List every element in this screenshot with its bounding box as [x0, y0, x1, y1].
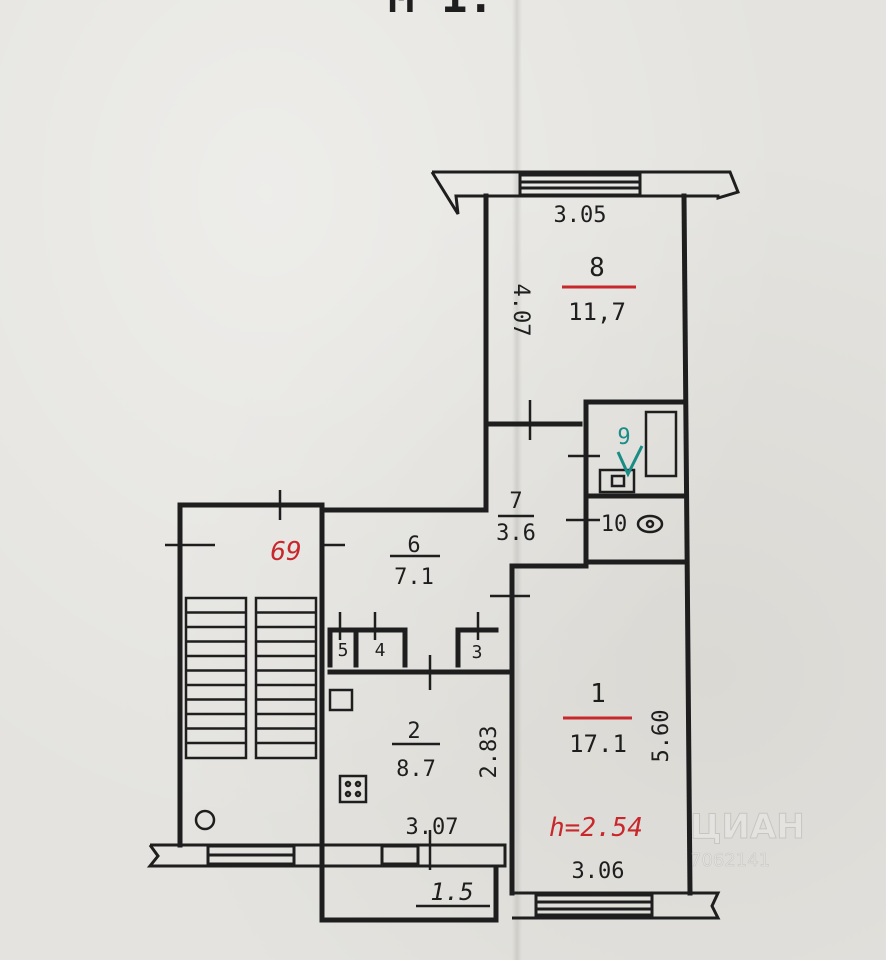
washbasin-bowl	[610, 474, 626, 488]
room3-number: 3	[472, 642, 483, 663]
toilet-hole	[645, 519, 655, 529]
stair-flight-left	[184, 596, 248, 760]
room2-width: 3.07	[406, 815, 459, 840]
ink-fraction-bars	[390, 514, 534, 746]
stove-burner-1	[344, 780, 352, 788]
room2-length: 2.83	[477, 726, 502, 779]
room1-length: 5.60	[649, 710, 674, 763]
top-facade	[430, 170, 741, 215]
bathtub	[644, 410, 678, 478]
room7-number: 7	[509, 489, 522, 514]
room6-area: 7.1	[394, 565, 434, 590]
stove-burner-2	[354, 780, 362, 788]
door-marks	[165, 400, 600, 870]
watermark: ЦИАН 7062141	[690, 807, 806, 872]
watermark-code: 7062141	[690, 850, 770, 871]
room8-length: 4.07	[508, 284, 533, 337]
bottom-right-window	[534, 893, 654, 917]
fixtures	[328, 410, 678, 804]
room7-area: 3.6	[496, 521, 536, 546]
room8-number: 8	[589, 253, 605, 283]
room6-number: 6	[407, 533, 420, 558]
scale-header: М 1:	[388, 0, 494, 23]
top-facade-outline	[430, 170, 741, 215]
room2-number: 2	[407, 719, 420, 744]
stair-flight-right	[254, 596, 318, 760]
room8-width: 3.05	[554, 203, 607, 228]
balcony-area: 1.5	[430, 878, 473, 906]
walls	[177, 193, 693, 923]
stove-burner-4	[354, 790, 362, 798]
washbasin	[598, 468, 636, 494]
stove-burner-3	[344, 790, 352, 798]
kitchen-stove	[338, 774, 368, 804]
room5-number: 5	[338, 640, 349, 661]
room10-number: 10	[601, 512, 628, 537]
kitchen-sink	[328, 688, 354, 712]
bottom-facade-left	[146, 843, 507, 868]
room8-area: 11,7	[568, 298, 626, 326]
room1-number: 1	[590, 679, 606, 709]
room9-check-mark	[616, 445, 644, 478]
top-window	[518, 173, 642, 197]
paper-fold	[512, 0, 522, 960]
wall-right-outer	[681, 193, 693, 896]
bottom-facade	[146, 843, 721, 920]
red-fraction-bars	[562, 285, 636, 720]
staircase	[184, 596, 318, 831]
watermark-brand: ЦИАН	[690, 807, 805, 847]
room1-area: 17.1	[569, 730, 627, 758]
stairwell-number: 69	[270, 537, 301, 567]
room9-number: 9	[617, 425, 630, 450]
room2-area: 8.7	[396, 757, 436, 782]
stair-circle	[194, 809, 216, 831]
balcony-door	[380, 844, 420, 866]
bottom-facade-right	[512, 891, 721, 920]
stair-steps	[186, 611, 316, 745]
room4-number: 4	[375, 640, 386, 661]
toilet	[636, 514, 664, 534]
room1-ceiling-height: h=2.54	[549, 813, 643, 843]
room1-width: 3.06	[572, 859, 625, 884]
